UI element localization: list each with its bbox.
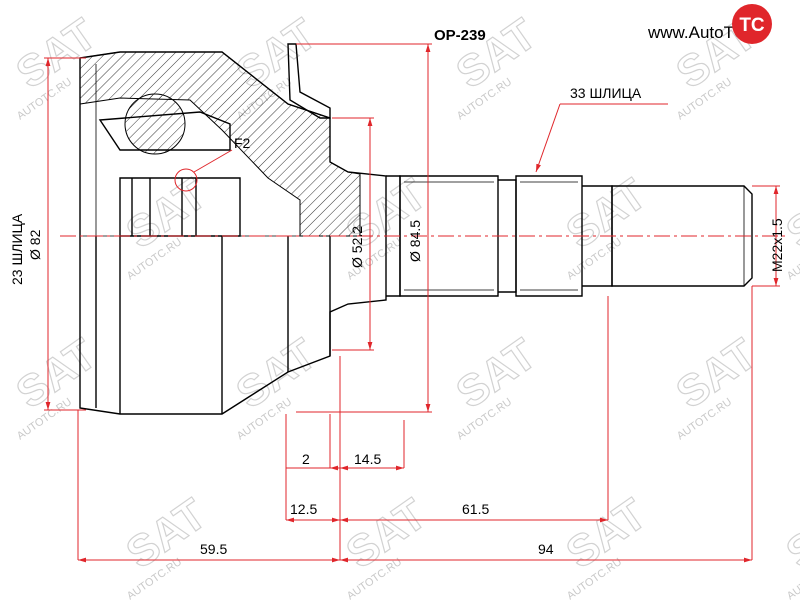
inner-splines-label: 23 ШЛИЦА [9,213,25,285]
dim-12-5: 12.5 [290,501,317,517]
dim-94: 94 [538,541,554,557]
dim-2: 2 [302,451,310,467]
part-number: OP-239 [434,27,486,44]
shaft [386,175,753,297]
flange-diameter-label: Ø 84.5 [407,220,423,262]
shaft-splines-label: 33 ШЛИЦА [570,85,642,101]
dim-59-5: 59.5 [200,541,227,557]
dimension-lines [44,43,780,563]
logo-badge-icon [732,4,772,44]
thread-label: M22x1.5 [769,218,785,272]
ball [124,93,186,155]
autotc-logo: www.AutoTC.ru TC [647,4,772,44]
feature-f2-label: F2 [234,135,251,151]
feature-f2-marker [174,168,198,192]
outer-diameter-label: Ø 82 [27,229,43,260]
logo-badge-text: TC [739,15,765,36]
dim-14-5: 14.5 [354,451,381,467]
dim-61-5: 61.5 [462,501,489,517]
hub-diameter-label: Ø 52.2 [349,226,365,268]
watermark-brand: SAT [778,489,800,578]
